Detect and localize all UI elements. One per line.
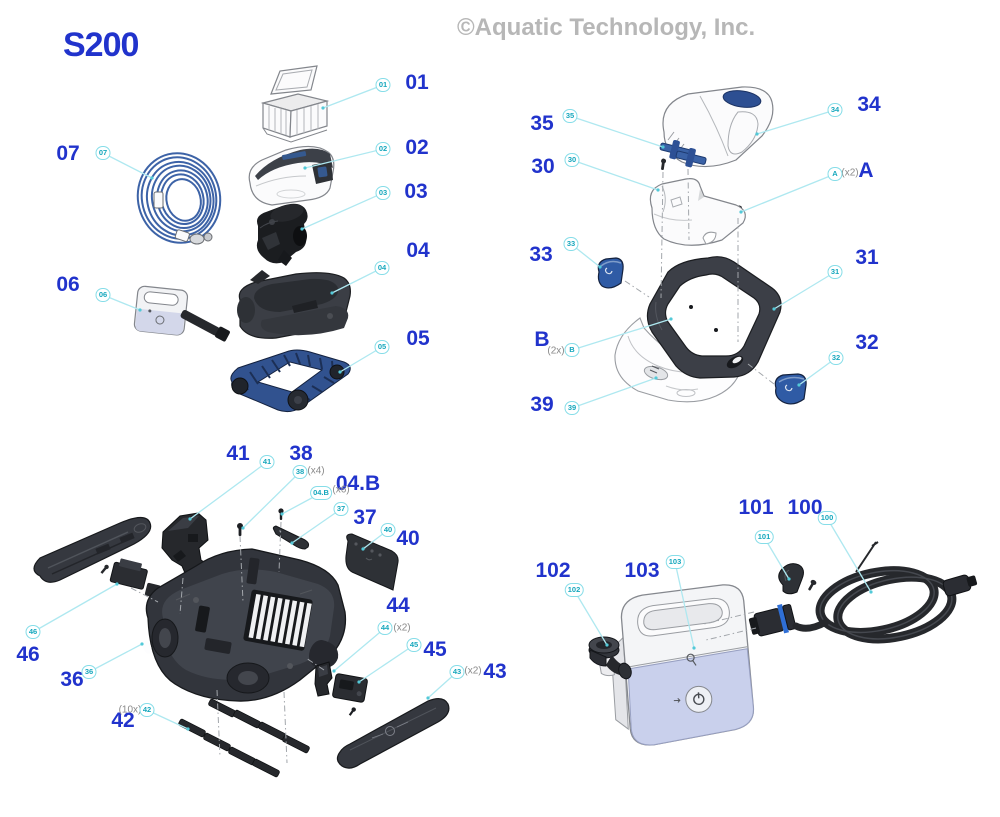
part-callout-103: 103 (665, 555, 685, 569)
part-43-side-panel-right (336, 698, 450, 769)
part-label-40: 40 (396, 527, 420, 550)
part-callout-06: 06 (95, 288, 111, 302)
part-32-handle-right (774, 373, 807, 405)
leader-lines (32, 84, 872, 730)
part-36-small-components (100, 558, 161, 599)
part-callout-35: 35 (562, 109, 578, 123)
part-label-03: 03 (404, 180, 428, 203)
part-callout-44: 44 (377, 621, 393, 635)
part-callout-42: 42 (139, 703, 155, 717)
part-label-04: 04 (406, 239, 430, 262)
part-callout-43: 43 (449, 665, 465, 679)
part-callout-A: A (827, 167, 843, 181)
watermark: ©Aquatic Technology, Inc. (457, 14, 756, 41)
part-callout-04: 04 (374, 261, 390, 275)
page-title: S200 (63, 26, 139, 64)
part-callout-40: 40 (380, 523, 396, 537)
part-label-37: 37 (353, 506, 377, 529)
part-36-bottom-chassis (142, 548, 347, 702)
part-01-filter-basket (260, 65, 330, 143)
part-03-motor-unit (256, 203, 308, 266)
part-callout-36: 36 (81, 665, 97, 679)
part-label-30: 30 (531, 155, 555, 178)
part-qty-04B: (x6) (332, 484, 350, 496)
part-callout-46: 46 (25, 625, 41, 639)
part-label-100: 100 (787, 496, 823, 519)
part-label-41: 41 (226, 442, 250, 465)
part-callout-100: 100 (817, 511, 837, 525)
part-04-chassis-top (237, 270, 351, 339)
part-38-screw (237, 523, 243, 536)
part-callout-38: 38 (292, 465, 308, 479)
part-34-top-panel (662, 86, 774, 168)
part-label-42: 42 (111, 709, 135, 732)
part-callout-01: 01 (375, 78, 391, 92)
part-100-cable (792, 541, 978, 644)
part-label-A: A (858, 159, 874, 182)
part-label-46: 46 (16, 643, 40, 666)
part-31-frame (646, 256, 782, 379)
part-02-top-cover (248, 145, 335, 206)
part-label-01: 01 (405, 71, 429, 94)
part-qty-A: (x2) (841, 167, 859, 179)
part-06-power-supply-handheld (133, 285, 230, 342)
part-callout-34: 34 (827, 103, 843, 117)
part-35-clip (659, 139, 707, 168)
part-label-44: 44 (386, 594, 410, 617)
part-callout-45: 45 (406, 638, 422, 652)
part-label-45: 45 (423, 638, 447, 661)
part-label-05: 05 (406, 327, 430, 350)
part-05-track-assembly (230, 349, 351, 413)
part-label-33: 33 (529, 243, 553, 266)
part-callout-41: 41 (259, 455, 275, 469)
part-callout-37: 37 (333, 502, 349, 516)
part-callout-04B: 04.B (310, 486, 332, 500)
part-callout-07: 07 (95, 146, 111, 160)
part-label-101: 101 (738, 496, 774, 519)
part-label-06: 06 (56, 273, 80, 296)
part-102-hose-connector (588, 636, 632, 680)
part-label-04B: 04.B (335, 472, 381, 495)
part-callout-32: 32 (828, 351, 844, 365)
part-qty-44: (x2) (393, 622, 411, 634)
part-label-02: 02 (405, 136, 429, 159)
part-callout-31: 31 (827, 265, 843, 279)
part-callout-05: 05 (374, 340, 390, 354)
assembly-dash-lines (130, 168, 775, 764)
part-qty-B: (2x) (547, 345, 565, 357)
part-label-32: 32 (855, 331, 879, 354)
part-30-mid-cover (649, 178, 746, 246)
part-label-36: 36 (60, 668, 84, 691)
part-label-34: 34 (857, 93, 881, 116)
part-qty-42: (10x) (118, 704, 142, 716)
part-qty-38: (x4) (307, 465, 325, 477)
part-label-38: 38 (289, 442, 313, 465)
part-callout-33: 33 (563, 237, 579, 251)
part-label-43: 43 (483, 660, 507, 683)
part-46-side-panel-left (33, 516, 152, 583)
part-label-39: 39 (530, 393, 554, 416)
part-callout-102: 102 (564, 583, 584, 597)
part-label-07: 07 (56, 142, 80, 165)
part-44-latch-piece (314, 661, 333, 697)
part-callout-02: 02 (375, 142, 391, 156)
part-callout-B: B (564, 343, 580, 357)
part-callout-101: 101 (754, 530, 774, 544)
part-qty-43: (x2) (464, 665, 482, 677)
part-callout-39: 39 (564, 401, 580, 415)
part-label-B: B (534, 328, 550, 351)
part-07-cable-coil (136, 152, 222, 245)
part-33-handle-left (597, 257, 624, 289)
part-label-102: 102 (535, 559, 571, 582)
part-label-103: 103 (624, 559, 660, 582)
leader-endpoint-dots (115, 106, 873, 731)
part-callout-30: 30 (564, 153, 580, 167)
part-label-35: 35 (530, 112, 554, 135)
part-42-brushes (178, 698, 310, 778)
part-37-strip (272, 525, 310, 550)
part-label-31: 31 (855, 246, 879, 269)
part-callout-03: 03 (375, 186, 391, 200)
